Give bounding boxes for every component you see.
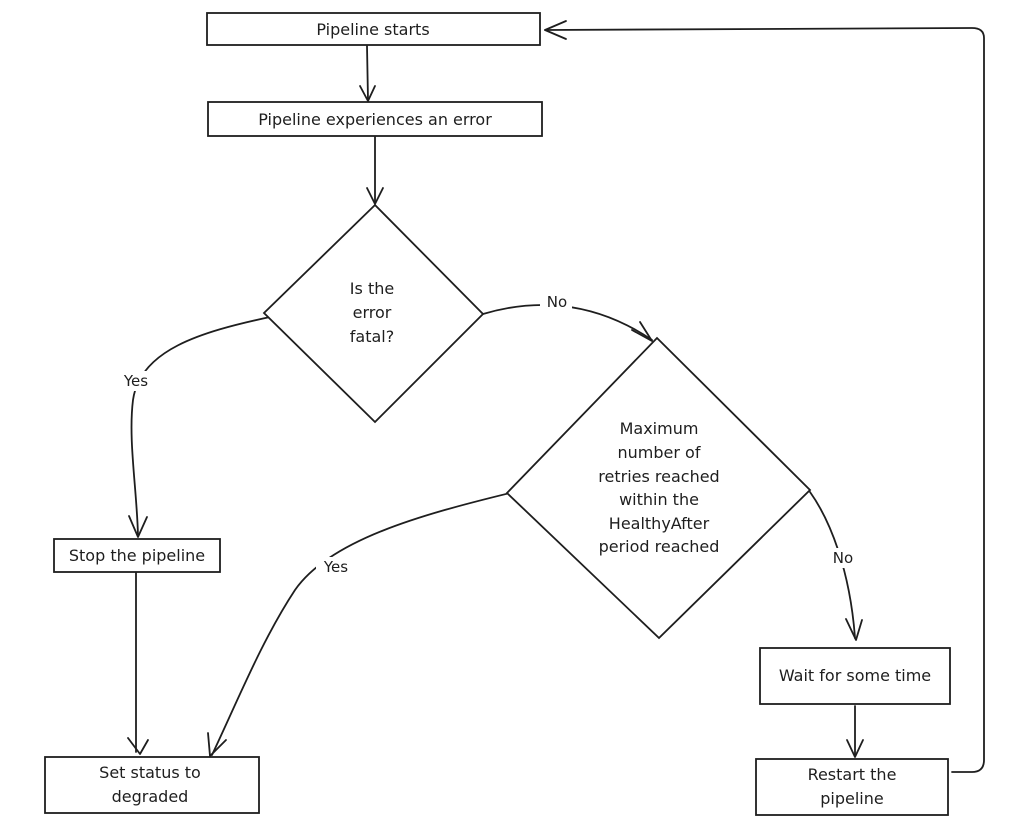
node-label: Pipeline starts (316, 20, 429, 39)
arrowhead-stop-to-status (127, 737, 149, 755)
arrowhead-fatal-no (631, 321, 653, 342)
node-label-line: number of (618, 443, 701, 462)
node-stop-pipeline: Stop the pipeline (53, 538, 221, 573)
arrowhead-start-to-error (359, 85, 376, 102)
edge-label-retries-yes: Yes (323, 558, 348, 576)
node-set-status: Set status to degraded (44, 756, 260, 814)
node-pipeline-starts: Pipeline starts (206, 12, 541, 46)
decision-is-fatal: Is the error fatal? (262, 203, 485, 424)
decision-max-retries: Maximum number of retries reached within… (505, 336, 812, 640)
node-label-line: pipeline (820, 789, 883, 808)
node-label-line: Is the (350, 279, 394, 298)
arrowhead-wait-to-restart (846, 739, 864, 758)
arrow-retries-yes (211, 492, 511, 756)
node-label-line: HealthyAfter (609, 514, 710, 533)
node-pipeline-error: Pipeline experiences an error (207, 101, 543, 137)
node-label: Pipeline experiences an error (258, 110, 492, 129)
arrow-restart-loop (544, 27, 985, 773)
node-label-line: error (353, 303, 392, 322)
node-label-line: degraded (112, 787, 189, 806)
node-label-line: Maximum (620, 419, 699, 438)
node-label-line: period reached (599, 537, 720, 556)
node-label-line: retries reached (598, 467, 719, 486)
arrow-fatal-yes (130, 316, 271, 537)
node-label-line: Set status to (99, 763, 201, 782)
node-label: Wait for some time (779, 666, 931, 685)
edge-label-retries-no: No (833, 549, 853, 567)
arrowhead-fatal-yes (128, 515, 148, 538)
node-label-line: within the (619, 490, 699, 509)
edge-labels: No Yes Yes No (116, 292, 858, 577)
arrowhead-retries-yes (207, 732, 227, 757)
arrowhead-restart-loop (544, 20, 567, 40)
node-label-line: Restart the (808, 765, 897, 784)
node-label-line: fatal? (350, 327, 394, 346)
node-label: Stop the pipeline (69, 546, 205, 565)
node-wait: Wait for some time (759, 647, 951, 705)
edge-label-fatal-yes: Yes (123, 372, 148, 390)
node-restart: Restart the pipeline (755, 758, 949, 816)
arrowhead-retries-no (845, 618, 863, 641)
edge-label-fatal-no: No (547, 293, 567, 311)
arrow-start-to-error (366, 45, 369, 101)
